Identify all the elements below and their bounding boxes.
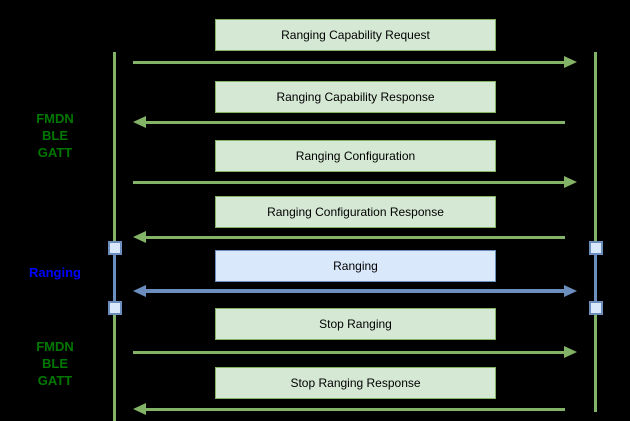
right-lifeline-bottom-segment bbox=[594, 315, 597, 412]
arrowhead-left-icon bbox=[133, 116, 146, 128]
arrowhead-right-icon bbox=[564, 346, 577, 358]
message-label: Stop Ranging Response bbox=[290, 376, 421, 390]
side-label-ranging-phase: Ranging bbox=[0, 264, 110, 281]
right-lifeline-ranging-segment bbox=[594, 255, 597, 301]
arrow-line bbox=[133, 350, 566, 354]
message-box: Ranging Configuration Response bbox=[215, 196, 496, 228]
activation-marker-left-top bbox=[108, 241, 122, 255]
arrow-line bbox=[144, 120, 565, 124]
side-label-fmdn-ble-gatt-top: FMDN BLE GATT bbox=[0, 110, 110, 161]
side-label-line: BLE bbox=[42, 128, 68, 143]
arrowhead-left-icon bbox=[133, 231, 146, 243]
left-lifeline-bottom-segment bbox=[113, 315, 116, 421]
arrowhead-right-icon bbox=[564, 285, 577, 297]
arrow-line bbox=[144, 235, 565, 239]
message-label: Stop Ranging bbox=[319, 317, 392, 331]
message-box: Ranging Configuration bbox=[215, 140, 496, 172]
arrow-line bbox=[144, 289, 566, 293]
right-lifeline-top-segment bbox=[594, 52, 597, 241]
message-box: Ranging Capability Request bbox=[215, 19, 496, 51]
message-label: Ranging Configuration bbox=[295, 149, 416, 163]
arrow-line bbox=[133, 180, 566, 184]
message-box: Stop Ranging Response bbox=[215, 367, 496, 399]
message-label: Ranging Capability Response bbox=[276, 90, 435, 104]
activation-marker-right-bottom bbox=[589, 301, 603, 315]
arrowhead-right-icon bbox=[564, 176, 577, 188]
arrowhead-right-icon bbox=[564, 56, 577, 68]
side-label-line: GATT bbox=[37, 373, 73, 388]
side-label-line: GATT bbox=[37, 145, 73, 160]
message-label: Ranging Configuration Response bbox=[267, 205, 444, 219]
message-box: Stop Ranging bbox=[215, 308, 496, 340]
arrowhead-left-icon bbox=[133, 403, 146, 415]
left-lifeline-top-segment bbox=[113, 52, 116, 241]
message-label: Ranging bbox=[333, 259, 378, 273]
side-label-line: BLE bbox=[42, 356, 68, 371]
activation-marker-right-top bbox=[589, 241, 603, 255]
arrow-line bbox=[133, 60, 566, 64]
arrowhead-left-icon bbox=[133, 285, 146, 297]
side-label-fmdn-ble-gatt-bottom: FMDN BLE GATT bbox=[0, 338, 110, 389]
side-label-line: FMDN bbox=[36, 111, 74, 126]
left-lifeline-ranging-segment bbox=[113, 255, 116, 301]
activation-marker-left-bottom bbox=[108, 301, 122, 315]
side-label-line: Ranging bbox=[29, 265, 81, 280]
message-box: Ranging bbox=[215, 250, 496, 282]
arrow-line bbox=[144, 407, 565, 411]
message-box: Ranging Capability Response bbox=[215, 81, 496, 113]
message-label: Ranging Capability Request bbox=[281, 28, 430, 42]
side-label-line: FMDN bbox=[36, 339, 74, 354]
